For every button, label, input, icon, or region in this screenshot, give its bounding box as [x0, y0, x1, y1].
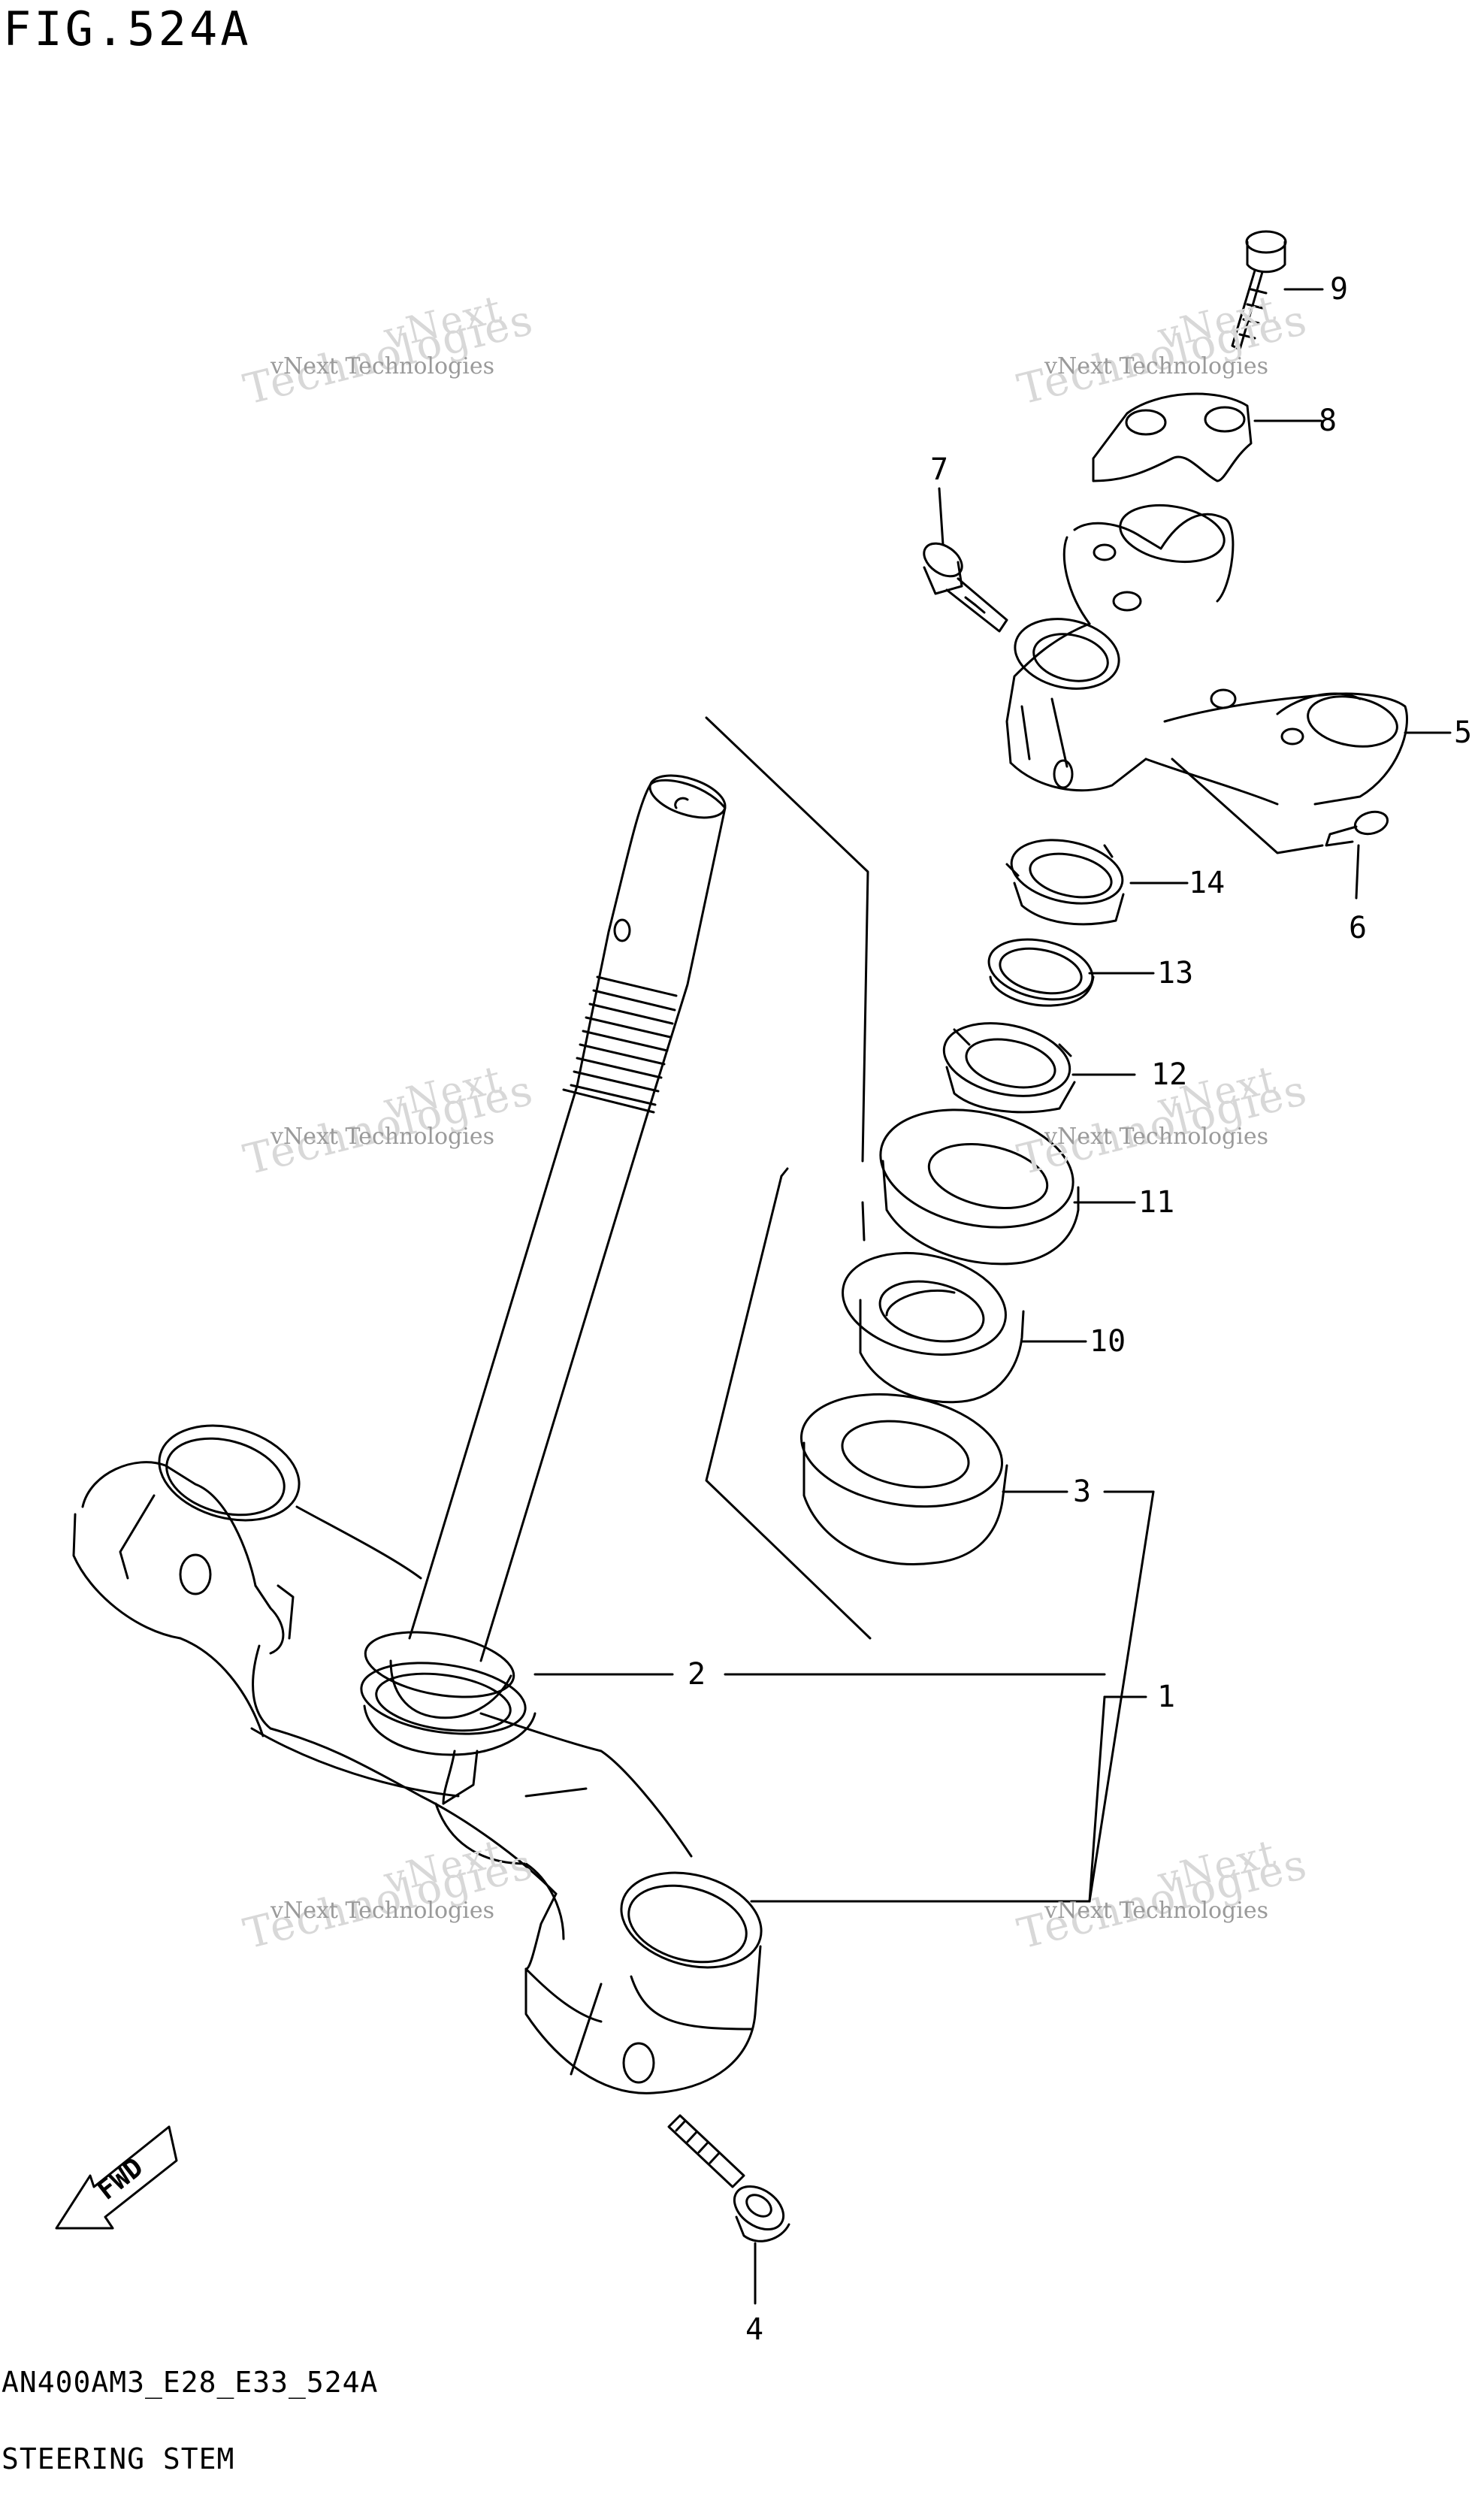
- part-7-bolt: [923, 487, 1008, 633]
- callout-4: 4: [745, 2312, 764, 2347]
- callout-8: 8: [1319, 404, 1337, 438]
- stem-threads: [570, 975, 678, 1106]
- part-5-upper-bracket: [1005, 504, 1408, 854]
- part-6-screw: [1325, 810, 1389, 900]
- callout-14: 14: [1189, 866, 1226, 900]
- callout-12: 12: [1151, 1057, 1188, 1092]
- steering-stem-shaft: [364, 774, 727, 1719]
- callout-9: 9: [1330, 272, 1349, 307]
- callout-1: 1: [1157, 1680, 1176, 1714]
- part-14-nut: [1005, 839, 1125, 926]
- part-9-bolt: [1231, 230, 1324, 351]
- part-12-nut: [942, 1022, 1076, 1114]
- figure-code: AN400AM3_E28_E33_524A: [2, 2366, 379, 2399]
- callout-7: 7: [930, 452, 949, 487]
- callout-2: 2: [688, 1657, 706, 1692]
- part-2-seal: [360, 1662, 536, 1756]
- part-13-washer: [987, 938, 1095, 1007]
- callout-10: 10: [1090, 1324, 1126, 1359]
- figure-title: FIG.524A: [3, 2, 252, 56]
- callout-leaders: [533, 419, 1452, 1903]
- callout-11: 11: [1138, 1185, 1175, 1220]
- part-3-lower-bearing: [799, 1393, 1008, 1565]
- fwd-arrow-icon: [55, 2125, 178, 2230]
- callout-5: 5: [1454, 715, 1473, 750]
- part-4-bolt: [667, 2114, 790, 2305]
- part-11-seal: [879, 1108, 1080, 1266]
- callout-13: 13: [1157, 956, 1194, 990]
- callout-3: 3: [1073, 1474, 1092, 1509]
- lower-bracket: [72, 1424, 763, 2094]
- part-8-holder: [1092, 392, 1253, 482]
- figure-subtitle: STEERING STEM: [2, 2442, 235, 2475]
- callout-6: 6: [1349, 911, 1368, 945]
- bracket-outline: [705, 716, 872, 1640]
- part-10-bearing: [842, 1251, 1025, 1404]
